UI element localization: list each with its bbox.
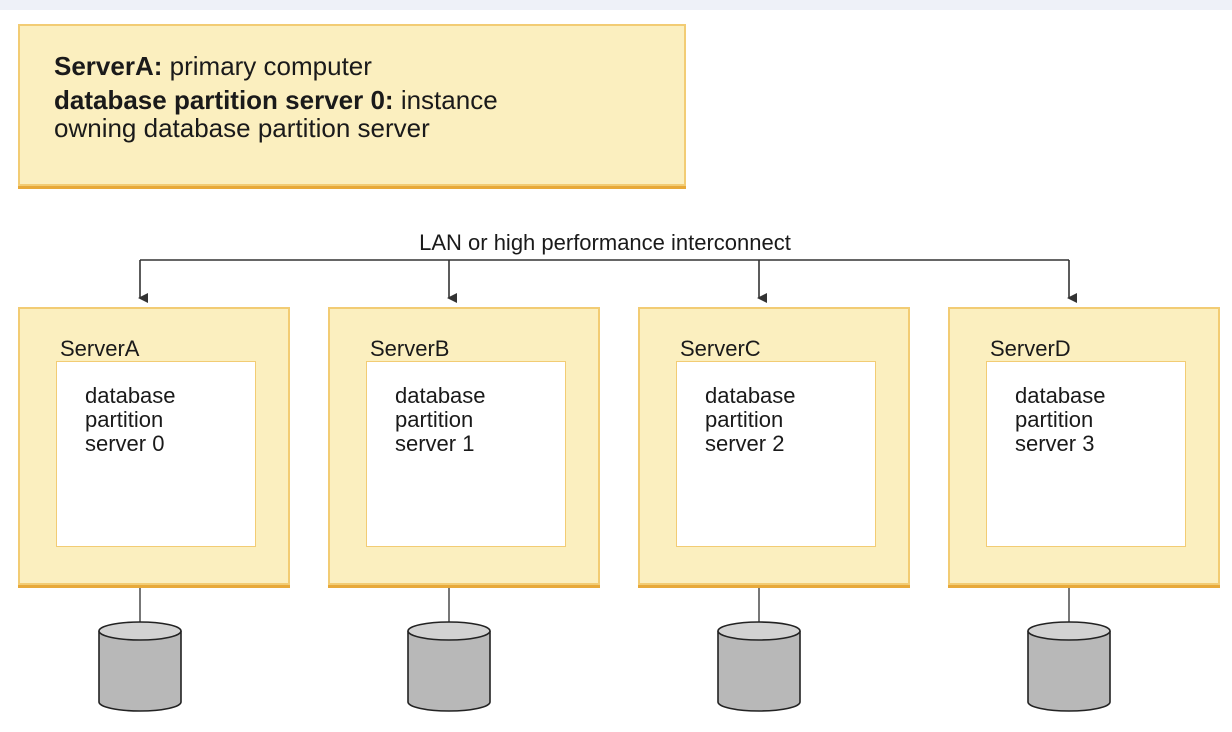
legend-box: ServerA: primary computer database parti… xyxy=(18,24,686,186)
server-name: ServerB xyxy=(370,336,450,361)
partition-label-line: partition xyxy=(705,407,784,432)
server-box-a: ServerA database partition server 0 xyxy=(18,307,290,585)
partition-box: database partition server 1 xyxy=(366,361,566,547)
server-box-d: ServerD database partition server 3 xyxy=(948,307,1220,585)
partition-label-line: server 1 xyxy=(395,431,475,456)
legend-owner-desc-1: instance xyxy=(400,85,498,115)
server-name: ServerA xyxy=(60,336,140,361)
server-name: ServerD xyxy=(990,336,1071,361)
connection-lines xyxy=(98,259,1111,712)
legend-owner-term: database partition server 0: xyxy=(54,85,394,115)
server-box-c: ServerC database partition server 2 xyxy=(638,307,910,585)
disk-icon xyxy=(717,621,801,712)
legend-owner-line: database partition server 0: instance ow… xyxy=(54,86,684,142)
disk-icon xyxy=(1027,621,1111,712)
partition-box: database partition server 3 xyxy=(986,361,1186,547)
partition-label-line: partition xyxy=(395,407,474,432)
diagram-canvas: ServerA: primary computer database parti… xyxy=(0,10,1232,732)
partition-box: database partition server 2 xyxy=(676,361,876,547)
partition-label-line: server 2 xyxy=(705,431,785,456)
legend-primary-desc: primary computer xyxy=(169,51,372,81)
server-name: ServerC xyxy=(680,336,761,361)
disk-icon xyxy=(98,621,182,712)
partition-label-line: server 3 xyxy=(1015,431,1095,456)
legend-primary-term: ServerA: xyxy=(54,51,163,81)
partition-label-line: partition xyxy=(1015,407,1094,432)
network-label: LAN or high performance interconnect xyxy=(419,230,791,255)
partition-box: database partition server 0 xyxy=(56,361,256,547)
partition-label-line: server 0 xyxy=(85,431,165,456)
disk-icon xyxy=(407,621,491,712)
server-box-b: ServerB database partition server 1 xyxy=(328,307,600,585)
partition-label-line: database xyxy=(395,383,486,408)
partition-label-line: partition xyxy=(85,407,164,432)
partition-label-line: database xyxy=(705,383,796,408)
partition-label-line: database xyxy=(85,383,176,408)
partition-label-line: database xyxy=(1015,383,1106,408)
legend-owner-desc-2: owning database partition server xyxy=(54,113,430,143)
legend-primary-line: ServerA: primary computer xyxy=(54,52,684,80)
